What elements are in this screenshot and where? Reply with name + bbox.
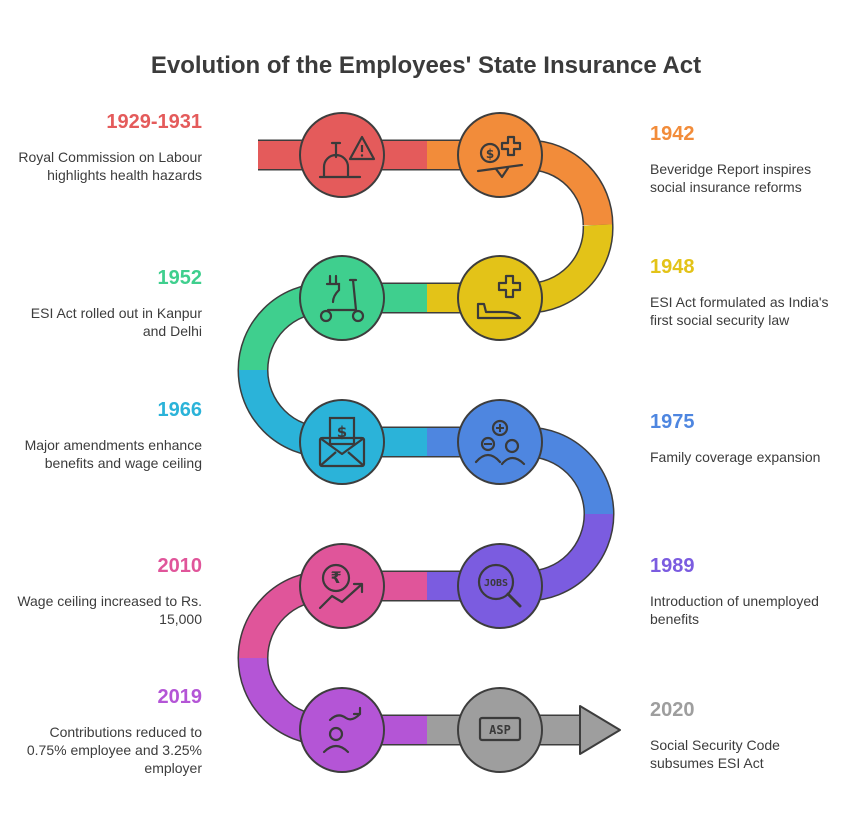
event-year: 2019: [157, 686, 203, 708]
diagram-title: Evolution of the Employees' State Insura…: [150, 52, 702, 79]
node-1952: [299, 255, 385, 341]
node-1966: $: [299, 399, 385, 485]
event-description: Wage ceiling increased to Rs. 15,000: [17, 593, 202, 627]
node-circle-2010: [299, 543, 385, 629]
event-year: 1929-1931: [106, 111, 202, 133]
event-description: Social Security Code subsumes ESI Act: [650, 737, 780, 771]
rupee-growth-icon: ₹: [318, 563, 364, 610]
salary-envelope-icon: $: [318, 416, 366, 468]
node-circle-2020: [457, 687, 543, 773]
node-1942: $: [457, 112, 543, 198]
node-circle-1952: [299, 255, 385, 341]
node-circle-1942: [457, 112, 543, 198]
health-cross-hand-icon: [476, 274, 522, 320]
event-description: ESI Act rolled out in Kanpur and Delhi: [30, 305, 202, 339]
event-year: 1952: [157, 267, 203, 289]
event-year: 2020: [650, 699, 695, 721]
event-year: 1942: [650, 123, 695, 145]
event-description: Introduction of unemployed benefits: [650, 593, 819, 627]
event-year: 1989: [650, 555, 695, 577]
event-year: 1966: [157, 399, 203, 421]
event-description: Family coverage expansion: [650, 449, 821, 465]
event-description: ESI Act formulated as India's first soci…: [650, 294, 829, 328]
asp-sign-icon: ASP: [478, 716, 522, 742]
node-1975: [457, 399, 543, 485]
person-reduction-icon: [322, 706, 362, 754]
node-1989: JOBS: [457, 543, 543, 629]
arrow-head: [579, 705, 621, 755]
svg-text:$: $: [337, 423, 347, 441]
jobs-icon-label: JOBS: [484, 578, 508, 589]
svg-text:$: $: [486, 147, 494, 161]
node-circle-1948: [457, 255, 543, 341]
svg-text:₹: ₹: [330, 568, 341, 587]
job-search-icon: JOBS: [477, 563, 522, 608]
asp-icon-label: ASP: [489, 723, 511, 737]
node-2019: [299, 687, 385, 773]
node-2010: ₹: [299, 543, 385, 629]
event-description: Royal Commission on Labour highlights he…: [18, 149, 202, 183]
money-health-scale-icon: $: [476, 135, 524, 179]
event-description: Major amendments enhance benefits and wa…: [24, 437, 202, 471]
node-2020: ASP: [457, 687, 543, 773]
event-year: 2010: [157, 555, 203, 577]
node-1929-1931: [299, 112, 385, 198]
event-description: Beveridge Report inspires social insuran…: [650, 161, 812, 195]
family-coverage-icon: [474, 419, 526, 466]
electric-scooter-icon: [319, 274, 365, 323]
event-year: 1948: [650, 256, 695, 278]
event-year: 1975: [650, 411, 695, 433]
node-circle-2019: [299, 687, 385, 773]
node-circle-1975: [457, 399, 543, 485]
event-description: Contributions reduced to 0.75% employee …: [26, 724, 202, 776]
warning-hazard-icon: [318, 135, 376, 179]
node-1948: [457, 255, 543, 341]
